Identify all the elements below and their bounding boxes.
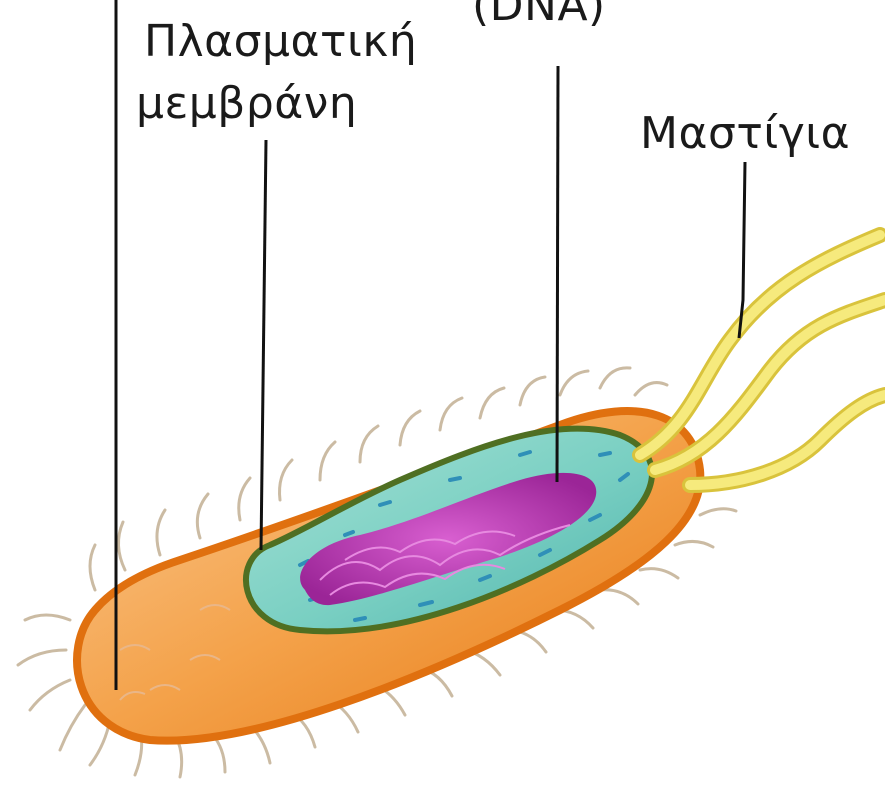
plasma-membrane-label-line2: μεμβράνη: [136, 78, 357, 130]
dna-label: (DNA): [472, 0, 606, 32]
plasma-membrane-label-line1: Πλασματική: [144, 16, 417, 68]
leader-line-dna: [557, 66, 558, 482]
flagella-label: Μαστίγια: [640, 108, 850, 160]
leader-line-membrane: [261, 140, 266, 550]
